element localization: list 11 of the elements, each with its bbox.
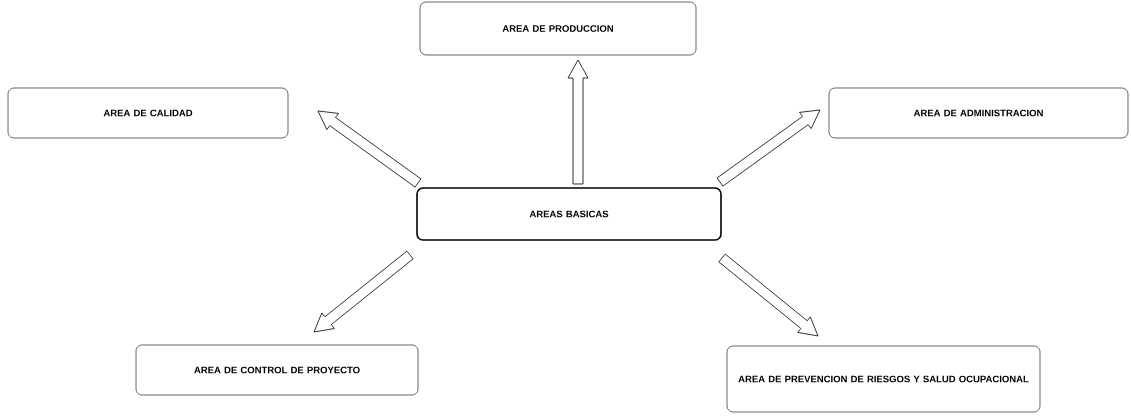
block-arrow [317,110,422,188]
block-arrow [313,250,414,333]
block-arrow [718,253,819,337]
block-arrow [567,59,589,185]
area-box: AREA DE PRODUCCION [419,1,697,56]
block-arrow [716,109,821,187]
area-box: AREA DE PREVENCION DE RIESGOS Y SALUD OCUPACIONAL [726,345,1041,413]
area-box: AREA DE CALIDAD [7,87,289,139]
area-box: AREA DE ADMINISTRACION [828,87,1129,139]
area-box: AREA DE CONTROL DE PROYECTO [135,344,419,396]
area-box: AREAS BASICAS [416,187,722,241]
